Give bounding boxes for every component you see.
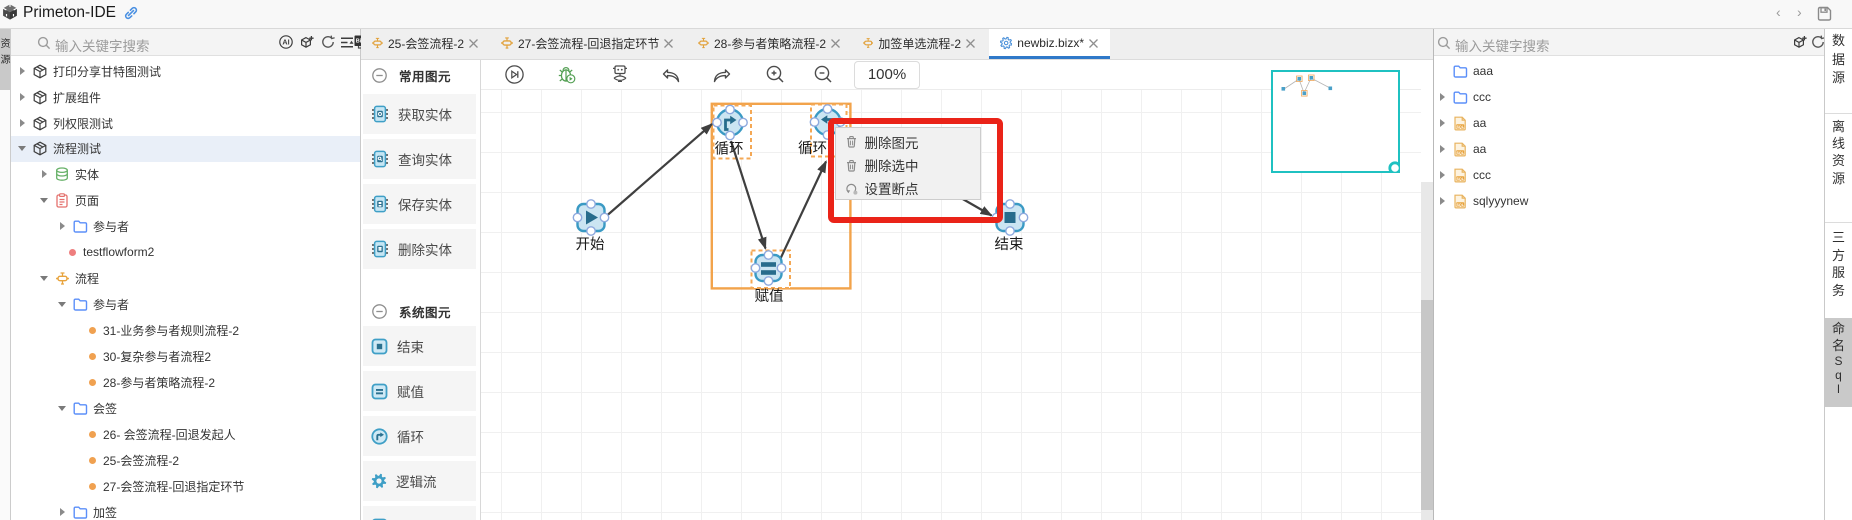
svg-text:AI: AI	[282, 38, 289, 47]
svg-text:循环: 循环	[715, 141, 744, 158]
svg-text:赋值: 赋值	[755, 288, 784, 305]
svg-text:SQL: SQL	[1456, 150, 1464, 154]
svg-text:SQL: SQL	[1456, 124, 1464, 128]
svg-text:结束: 结束	[995, 236, 1024, 253]
svg-text:SQL: SQL	[1456, 202, 1464, 206]
svg-text:SQL: SQL	[1456, 176, 1464, 180]
svg-text:循环: 循环	[798, 140, 827, 157]
svg-text:Bi: Bi	[356, 39, 362, 45]
svg-text:开始: 开始	[576, 236, 605, 253]
